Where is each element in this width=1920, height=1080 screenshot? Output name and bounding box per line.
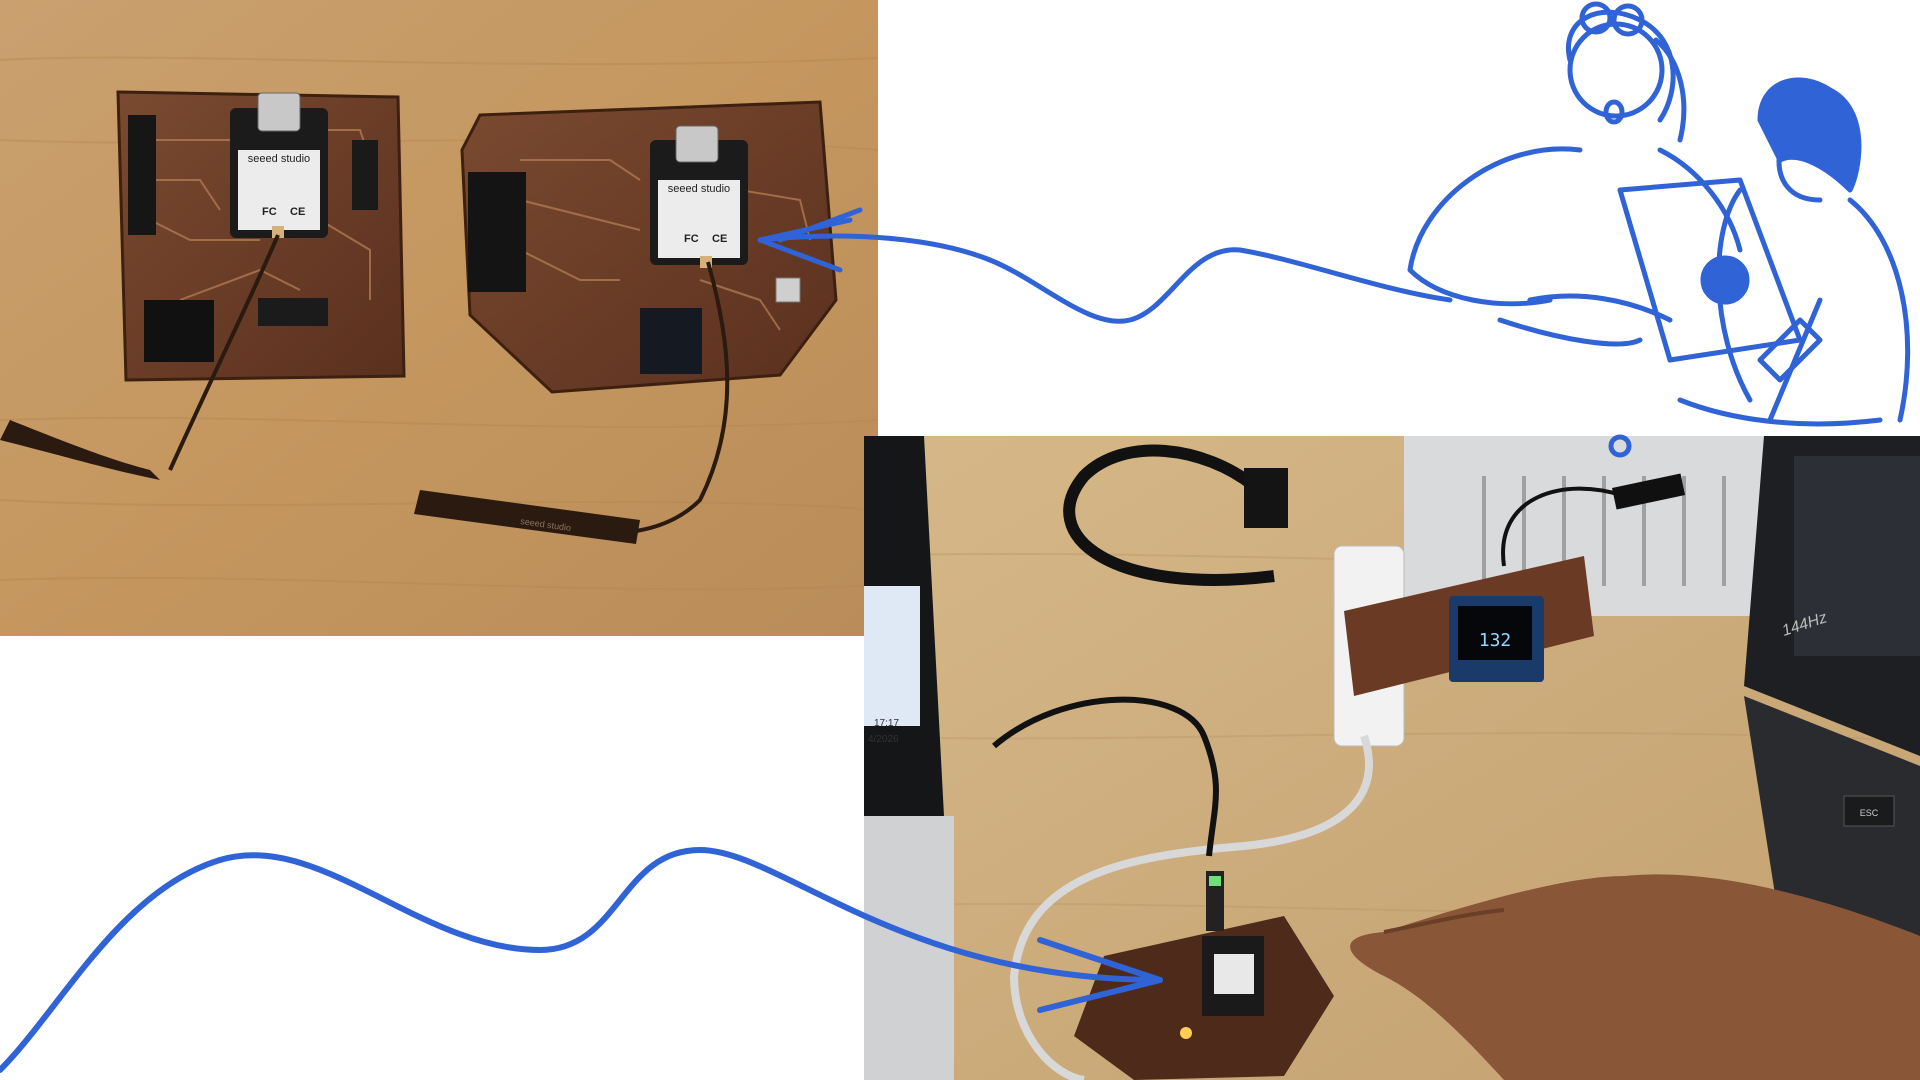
tray-date: 4/2026 (868, 734, 899, 745)
laptop-screen (1794, 456, 1920, 656)
usb-c-port-right (675, 125, 719, 163)
connector-bottom-left (144, 300, 214, 362)
header-pins-right (352, 140, 378, 210)
usb-cable-gray (1009, 734, 1373, 1080)
pie-icon (1700, 255, 1750, 305)
module-brand-right: seeed studio (668, 183, 730, 195)
pcb-left: seeed studio FC CE (116, 90, 406, 382)
module-ce-left: CE (290, 206, 305, 218)
usb-cable-black (992, 696, 1219, 857)
module-fc-left: FC (262, 206, 277, 218)
person2-hair (1757, 77, 1862, 193)
connector-right-pcb (640, 308, 702, 374)
power-plug (1244, 468, 1288, 528)
flex-antenna-right: seeed studio (414, 490, 640, 544)
module-fc-right: FC (684, 233, 699, 245)
esc-key-label: ESC (1860, 808, 1879, 818)
oled-value: 132 (1479, 630, 1512, 651)
hand (1350, 874, 1920, 1080)
tray-time: 17:17 (874, 718, 899, 729)
flex-antenna-left (0, 420, 160, 480)
connector-bottom-mid (258, 298, 328, 326)
illustration-people (1380, 0, 1920, 460)
antenna-wire-left (168, 234, 280, 471)
pcb-right: seeed studio FC CE (460, 100, 838, 394)
header-pins-right-pcb (468, 172, 526, 292)
esc-key (1843, 795, 1895, 827)
power-cable (1063, 444, 1275, 586)
header-pins-left (128, 115, 156, 235)
oled-wire (1501, 486, 1625, 567)
usb-c-port-left (257, 92, 301, 132)
left-screen (864, 586, 920, 726)
pcb-photo-top: seeed studio FC CE seeed studio FC CE se… (0, 0, 878, 636)
arrow-bottom (0, 830, 1180, 1080)
module-brand-left: seeed studio (248, 153, 310, 165)
arrow-top (740, 190, 1460, 360)
module-ce-right: CE (712, 233, 727, 245)
black-tape (1611, 473, 1686, 510)
pen (1767, 297, 1823, 423)
oled-screen (1458, 606, 1532, 660)
push-button (775, 277, 801, 303)
led-light (1180, 1027, 1192, 1039)
